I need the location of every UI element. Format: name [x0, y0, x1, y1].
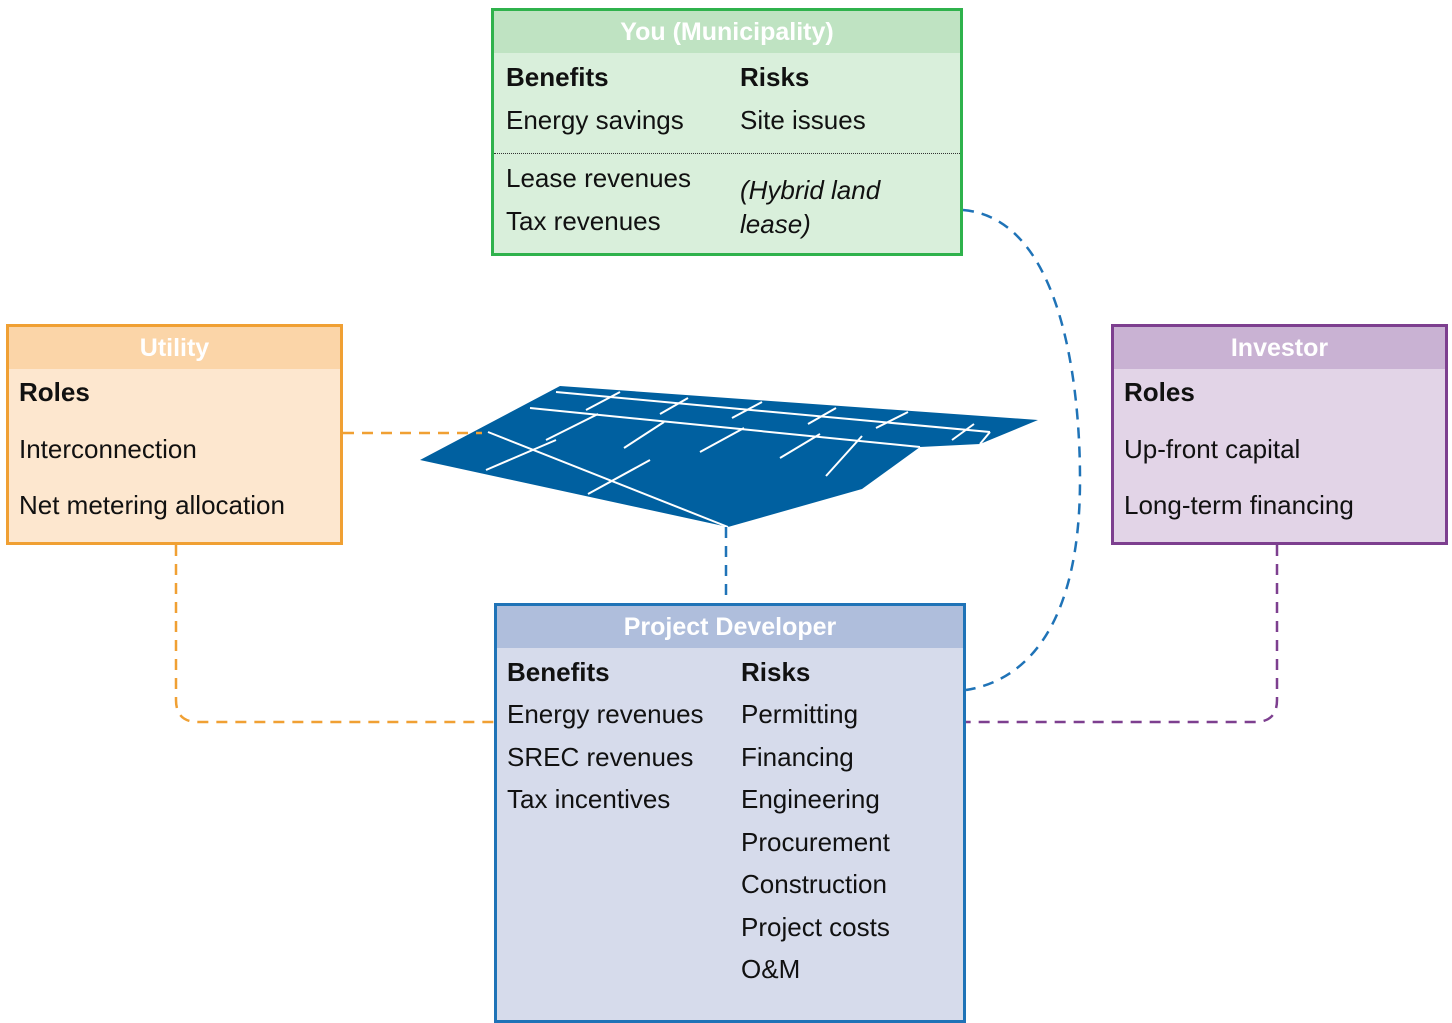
utility-title: Utility — [9, 327, 340, 369]
utility-role-item: Net metering allocation — [19, 490, 285, 520]
investor-to-developer-connector — [966, 545, 1279, 724]
utility-box: Utility Roles Interconnection Net meteri… — [6, 324, 343, 545]
utility-roles-heading: Roles — [19, 377, 90, 407]
utility-to-developer-connector — [174, 545, 494, 724]
developer-box: Project Developer Benefits Risks Energy … — [494, 603, 966, 1023]
municipality-divider — [494, 153, 960, 154]
developer-risk-item: Financing — [741, 742, 854, 772]
municipality-benefit-tax-revenues: Tax revenues — [506, 206, 661, 236]
developer-risk-item: O&M — [741, 954, 801, 984]
municipality-to-developer-connector — [962, 208, 1082, 692]
developer-risk-item: Engineering — [741, 784, 880, 814]
developer-risk-item: Permitting — [741, 699, 859, 729]
municipality-benefits-heading: Benefits — [506, 62, 609, 92]
developer-benefit-item: SREC revenues — [507, 742, 694, 772]
solar-panel-array-icon — [420, 386, 1038, 528]
developer-benefits-heading: Benefits — [507, 657, 610, 687]
municipality-benefit-energy-savings: Energy savings — [506, 105, 684, 135]
municipality-benefit-lease-revenues: Lease revenues — [506, 163, 692, 193]
developer-risk-item: Project costs — [741, 912, 890, 942]
municipality-risk-hybrid-land-line1: (Hybrid land — [740, 175, 881, 205]
developer-risk-item: Procurement — [741, 827, 890, 857]
developer-benefit-item: Tax incentives — [507, 784, 671, 814]
municipality-risk-hybrid-land-line2: lease) — [740, 209, 811, 239]
developer-risks-heading: Risks — [741, 657, 811, 687]
investor-role-item: Up-front capital — [1124, 434, 1301, 464]
investor-box: Investor Roles Up-front capital Long-ter… — [1111, 324, 1448, 545]
investor-role-item: Long-term financing — [1124, 490, 1354, 520]
investor-title: Investor — [1114, 327, 1445, 369]
municipality-risk-site-issues: Site issues — [740, 105, 866, 135]
municipality-title: You (Municipality) — [494, 11, 960, 53]
developer-title: Project Developer — [497, 606, 963, 648]
utility-role-item: Interconnection — [19, 434, 197, 464]
developer-risk-item: Construction — [741, 869, 887, 899]
investor-roles-heading: Roles — [1124, 377, 1195, 407]
developer-benefit-item: Energy revenues — [507, 699, 704, 729]
municipality-box: You (Municipality) Benefits Risks Energy… — [491, 8, 963, 256]
municipality-risks-heading: Risks — [740, 62, 810, 92]
